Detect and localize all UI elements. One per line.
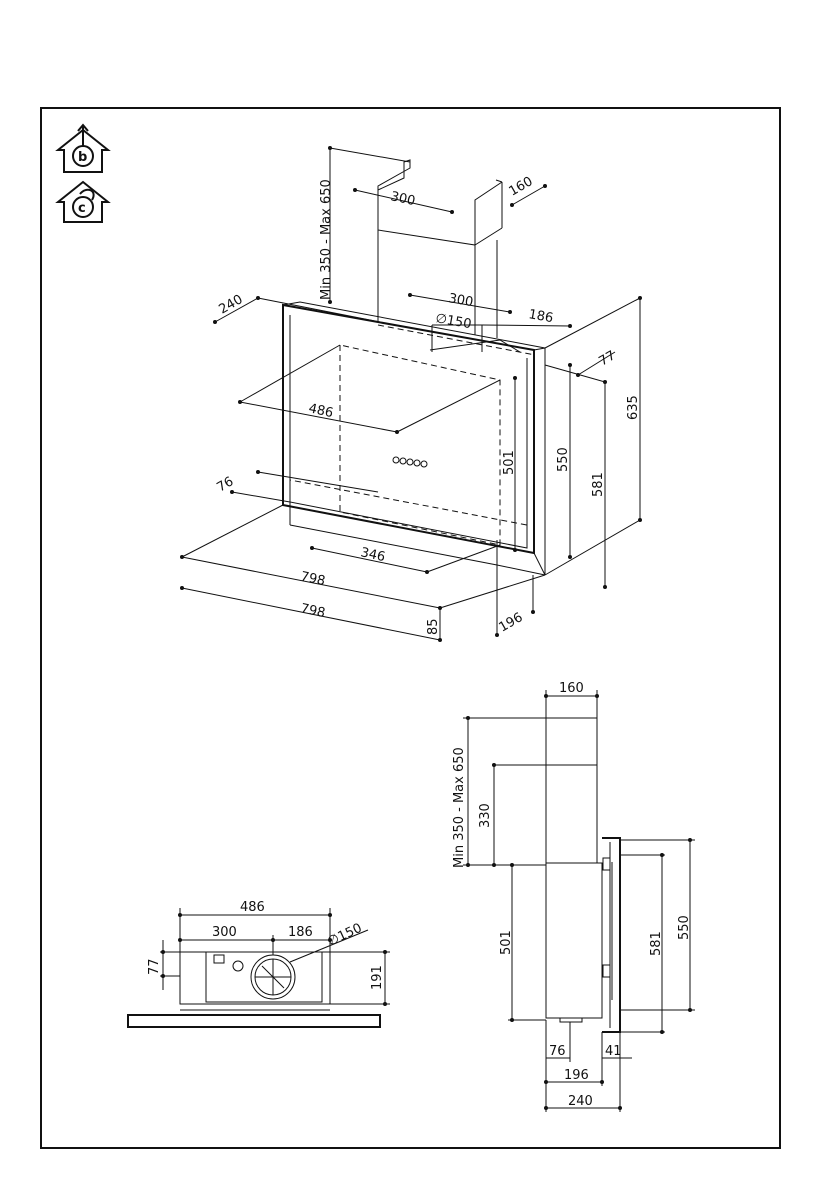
side-depth-240-label: 240 — [568, 1094, 593, 1109]
ducted-extraction-icon: b — [55, 123, 111, 173]
iso-base-85-label: 85 — [426, 618, 441, 635]
iso-height-635-label: 635 — [626, 395, 641, 420]
iso-dimension-dots — [180, 146, 642, 642]
iso-chimney — [377, 159, 503, 338]
top-span-300-label: 300 — [212, 925, 237, 940]
iso-hood-body — [282, 301, 546, 576]
side-depth-196-label: 196 — [564, 1068, 589, 1083]
side-offset-41-label: 41 — [605, 1044, 622, 1059]
side-view-dimension-lines — [463, 690, 695, 1112]
iso-height-581-label: 581 — [591, 472, 606, 497]
side-chimney-height-label: Min 350 - Max 650 — [452, 747, 467, 868]
iso-dimension-lines — [181, 147, 641, 641]
iso-depth-196-label: 196 — [497, 610, 526, 635]
iso-span-486-label: 486 — [307, 401, 334, 421]
side-chimney-330-label: 330 — [478, 803, 493, 828]
recirculation-icon: c — [55, 180, 111, 223]
drawing-frame — [40, 107, 781, 1149]
control-buttons — [392, 456, 428, 468]
top-diameter-label: ∅150 — [325, 921, 364, 950]
iso-chimney-width-label: 300 — [389, 189, 416, 209]
iso-depth-top-label: 240 — [217, 292, 246, 317]
top-depth-191-label: 191 — [370, 965, 385, 990]
icon-letter-b: b — [78, 150, 87, 165]
iso-width-798-a-label: 798 — [299, 569, 326, 589]
side-view-drawing — [545, 717, 621, 1033]
side-height-501-label: 501 — [499, 930, 514, 955]
icon-letter-c: c — [78, 201, 86, 216]
top-view-drawing — [127, 951, 381, 1028]
side-offset-76-label: 76 — [549, 1044, 566, 1059]
top-view-dimension-lines — [160, 908, 390, 1006]
iso-outlet-diameter-label: ∅150 — [434, 311, 472, 332]
top-offset-186-label: 186 — [288, 925, 313, 940]
iso-width-798-b-label: 798 — [299, 601, 326, 621]
iso-chimney-height-label: Min 350 - Max 650 — [319, 179, 334, 300]
iso-height-550-label: 550 — [556, 447, 571, 472]
iso-span-346-label: 346 — [359, 545, 386, 565]
top-offset-77-label: 77 — [147, 958, 162, 975]
side-height-550-label: 550 — [677, 915, 692, 940]
side-height-581-label: 581 — [649, 931, 664, 956]
side-top-width-label: 160 — [559, 681, 584, 696]
iso-outlet-offset-label: 186 — [527, 307, 554, 326]
iso-fixing-spacing-label: 300 — [447, 291, 474, 310]
iso-offset-76-label: 76 — [215, 474, 237, 495]
iso-offset-77-label: 77 — [597, 348, 619, 369]
top-span-486-label: 486 — [240, 900, 265, 915]
iso-chimney-depth-label: 160 — [507, 174, 536, 199]
iso-height-501-label: 501 — [502, 450, 517, 475]
